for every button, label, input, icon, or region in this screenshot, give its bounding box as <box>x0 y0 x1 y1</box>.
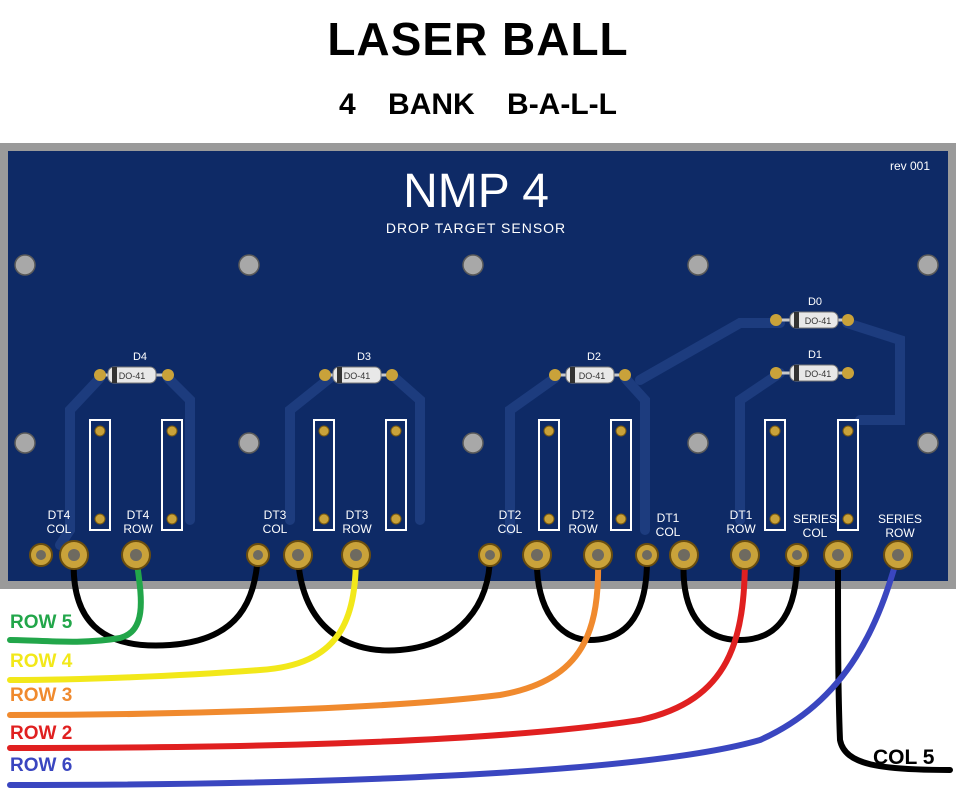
sensor-socket <box>764 419 786 531</box>
terminal-label: ROW <box>726 522 756 536</box>
diode-d0: D0 DO-41 <box>770 296 854 329</box>
terminal-post <box>785 543 809 567</box>
diode-package: DO-41 <box>344 371 371 381</box>
mounting-holes <box>14 254 939 454</box>
sensor-socket <box>89 419 111 531</box>
wires <box>7 552 953 788</box>
terminal-label: COL <box>656 525 681 539</box>
terminal-label: DT2 <box>572 508 595 522</box>
diode-d4: D4 DO-41 <box>94 351 174 384</box>
wire-row-4 <box>7 552 359 683</box>
terminal-post <box>522 540 552 570</box>
sensor-socket <box>538 419 560 531</box>
sensor-socket <box>385 419 407 531</box>
pcb-board <box>8 151 948 581</box>
wire-col-5 <box>835 552 953 773</box>
terminal-label: COL <box>263 522 288 536</box>
terminal-label: DT1 <box>657 511 680 525</box>
page-subtitle: 4 BANK B-A-L-L <box>339 88 617 121</box>
pcb-traces <box>55 318 905 550</box>
wire-label-row-4: ROW 4 <box>10 651 73 672</box>
mounting-hole <box>14 254 36 276</box>
terminal-post <box>121 540 151 570</box>
terminal-label: SERIES <box>793 512 837 526</box>
terminal-post <box>730 540 760 570</box>
terminal-post <box>59 540 89 570</box>
diode-package: DO-41 <box>119 371 146 381</box>
terminal-label: ROW <box>342 522 372 536</box>
wire-label-row-3: ROW 3 <box>10 685 73 706</box>
wire-label-row-2: ROW 2 <box>10 723 73 744</box>
diode-ref: D0 <box>808 296 822 308</box>
terminal-label: DT4 <box>48 508 71 522</box>
mounting-hole <box>687 432 709 454</box>
jumper-wire <box>70 552 261 649</box>
mounting-hole <box>238 432 260 454</box>
board-name: NMP 4 <box>403 165 549 218</box>
wire-label-col-5: COL 5 <box>873 746 935 769</box>
terminal-label: COL <box>803 526 828 540</box>
wire-row-5 <box>7 552 144 645</box>
terminal-post <box>583 540 613 570</box>
terminal-label: DT3 <box>346 508 369 522</box>
socket-pads <box>94 425 854 525</box>
terminal-label: ROW <box>568 522 598 536</box>
terminal-post <box>283 540 313 570</box>
terminal-posts <box>29 540 913 570</box>
mounting-hole <box>462 432 484 454</box>
diode-d3: D3 DO-41 <box>319 351 398 384</box>
terminal-label: ROW <box>123 522 153 536</box>
mounting-hole <box>687 254 709 276</box>
terminal-label: DT3 <box>264 508 287 522</box>
sensor-socket <box>837 419 859 531</box>
diode-package: DO-41 <box>805 316 832 326</box>
diode-ref: D3 <box>357 351 371 363</box>
diode-d2: D2 DO-41 <box>549 351 631 384</box>
mounting-hole <box>238 254 260 276</box>
terminal-post <box>823 540 853 570</box>
terminal-post <box>478 543 502 567</box>
sensor-socket <box>161 419 183 531</box>
mounting-hole <box>462 254 484 276</box>
terminal-post <box>883 540 913 570</box>
mounting-hole <box>14 432 36 454</box>
diode-ref: D2 <box>587 351 601 363</box>
sensor-socket <box>610 419 632 531</box>
terminal-label: DT4 <box>127 508 150 522</box>
wire-label-row-6: ROW 6 <box>10 755 73 776</box>
terminal-post <box>29 543 53 567</box>
sensor-sockets <box>89 419 859 531</box>
page-title: LASER BALL <box>327 13 629 65</box>
diode-ref: D4 <box>133 351 147 363</box>
mounting-hole <box>917 432 939 454</box>
terminal-label: DT2 <box>499 508 522 522</box>
mounting-hole <box>917 254 939 276</box>
terminal-label: COL <box>47 522 72 536</box>
terminal-post <box>635 543 659 567</box>
terminal-post <box>669 540 699 570</box>
terminal-label: ROW <box>885 526 915 540</box>
diode-ref: D1 <box>808 349 822 361</box>
terminal-label: DT1 <box>730 508 753 522</box>
wire-row-3 <box>7 552 602 718</box>
board-subtitle: DROP TARGET SENSOR <box>386 220 566 236</box>
diode-package: DO-41 <box>579 371 606 381</box>
board-revision: rev 001 <box>890 159 930 173</box>
sensor-socket <box>313 419 335 531</box>
wire-row-6 <box>7 552 901 788</box>
jumper-wire <box>295 552 493 654</box>
terminal-post <box>246 543 270 567</box>
terminal-label: COL <box>498 522 523 536</box>
wire-row-2 <box>7 552 748 751</box>
jumper-wire <box>680 552 801 644</box>
wire-label-row-5: ROW 5 <box>10 612 73 633</box>
diode-d1: D1 DO-41 <box>770 349 854 382</box>
terminal-label: SERIES <box>878 512 922 526</box>
diode-package: DO-41 <box>805 369 832 379</box>
terminal-post <box>341 540 371 570</box>
jumper-wire <box>533 552 651 644</box>
